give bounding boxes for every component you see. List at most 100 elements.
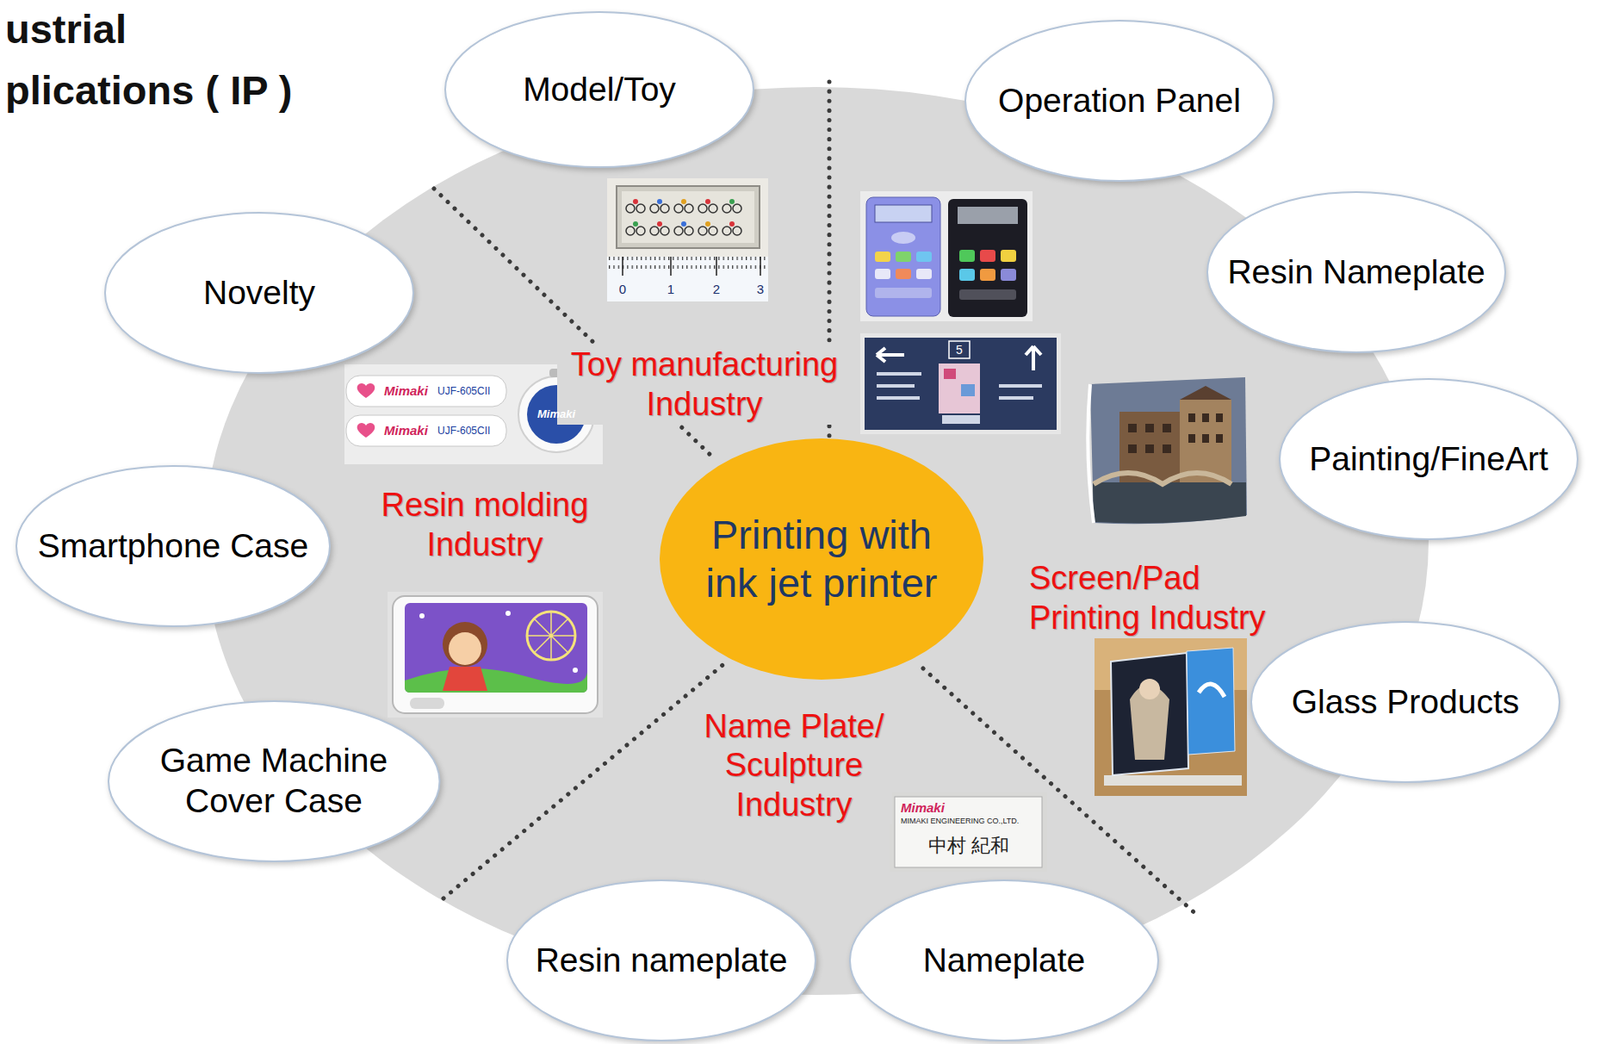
bridge (1093, 472, 1232, 484)
node-text: Glass Products (1291, 682, 1520, 723)
pen (346, 375, 507, 407)
heart-symbol (357, 383, 376, 398)
ruler-number: 2 (713, 281, 720, 298)
ellipse-shape (1279, 378, 1578, 540)
floor-map (938, 363, 980, 414)
panel-display (957, 206, 1018, 224)
sign-text-bar (876, 372, 922, 376)
ellipse-shape (105, 212, 414, 373)
toy-color (729, 198, 735, 205)
heart-symbol (357, 422, 376, 438)
toy-part (698, 226, 707, 236)
glass-stand (1103, 775, 1242, 786)
river (1092, 482, 1247, 523)
company-text: MIMAKI ENGINEERING CO.,LTD. (900, 816, 1019, 826)
toy-part (660, 226, 670, 236)
ellipse-shape (507, 880, 816, 1041)
ellipse-shape (659, 438, 984, 680)
application-ellipse: Smartphone Case (14, 464, 332, 628)
application-ellipse: Painting/FineArt (1277, 377, 1580, 541)
toy-part (684, 204, 694, 213)
node-text: Printing with ink jet printer (695, 510, 947, 608)
ellipse-shape (1251, 621, 1560, 782)
panel-button (1000, 249, 1017, 262)
page-title: ustrial plications ( IP ) (5, 0, 310, 121)
ruler (607, 256, 769, 302)
ellipse-outline (106, 699, 442, 863)
application-ellipse: Model/Toy (443, 10, 756, 169)
floor-map-room (961, 384, 975, 397)
ellipse-shape (1207, 192, 1506, 353)
ferris-wheel-spokes (527, 611, 576, 660)
toy-part (660, 204, 670, 213)
node-text: Resin nameplate (535, 940, 788, 981)
panel (948, 198, 1028, 317)
node-text: Game Machine Cover Case (139, 740, 409, 822)
ruler-major-ticks (622, 256, 761, 276)
toy-part (674, 226, 683, 236)
model-text: UJF-605CII (437, 424, 490, 437)
panel-button (979, 249, 996, 262)
model-text: UJF-605CII (437, 384, 490, 397)
application-ellipse: Game Machine Cover Case (106, 699, 442, 863)
girl-dress (442, 666, 488, 691)
panel-button (1000, 268, 1017, 281)
toy-color (632, 198, 639, 205)
name-text: 中村 紀和 (928, 834, 1011, 857)
application-ellipse: Operation Panel (963, 18, 1276, 183)
toy-color (657, 221, 663, 227)
roof (1179, 385, 1232, 400)
toy-color (705, 221, 711, 227)
panel-button (979, 268, 996, 281)
sign-text-bar (942, 415, 980, 424)
toy-part (722, 204, 732, 213)
panel-button (959, 268, 975, 281)
panel-button (891, 231, 916, 244)
photo-ground (607, 178, 769, 302)
panel (866, 197, 941, 317)
phone-case (392, 595, 598, 714)
star (505, 610, 511, 616)
print-sheet (1090, 377, 1247, 524)
arrow-symbol (1025, 346, 1042, 371)
photo-ground (387, 591, 603, 718)
industry-label: Name Plate/ Sculpture Industry (695, 706, 893, 825)
toy-part (684, 226, 694, 236)
industry-label: Screen/Pad Printing Industry (1029, 558, 1291, 638)
sign-board (864, 337, 1057, 430)
panel-display (874, 204, 932, 223)
toy-part (698, 204, 707, 213)
sign-text-bar (998, 396, 1034, 400)
toy-part (674, 204, 683, 213)
photo-ground (860, 191, 1033, 322)
curled-edge (1087, 384, 1094, 523)
toy-part (708, 226, 718, 236)
panel-button (874, 287, 932, 298)
glass-artwork (1139, 678, 1160, 700)
sign-text-bar (876, 384, 915, 388)
application-ellipse: Glass Products (1249, 620, 1562, 784)
panel-button (959, 289, 1017, 300)
ruler-number: 0 (619, 281, 627, 298)
application-ellipse: Nameplate (848, 878, 1160, 1042)
star (419, 613, 425, 619)
photo-ground (1094, 638, 1247, 796)
ellipse-shape (108, 700, 441, 862)
girl-face (448, 632, 482, 665)
girl-hair (442, 621, 488, 667)
floor-map-room (943, 368, 956, 379)
toy-color (681, 221, 687, 227)
panel-button (916, 268, 932, 280)
glass-artwork (1198, 683, 1225, 697)
operation-panel-photo (860, 191, 1033, 322)
ferris-wheel (527, 611, 576, 660)
node-text: Nameplate (923, 940, 1086, 981)
industry-label: Resin molding Industry (370, 485, 600, 565)
case-artwork (404, 602, 588, 693)
logo-text: Mimaki (537, 407, 576, 422)
logo-text: Mimaki (384, 383, 428, 399)
glass-photo (1094, 638, 1247, 796)
painting-photo (1087, 377, 1247, 524)
name-plate (894, 796, 1042, 868)
